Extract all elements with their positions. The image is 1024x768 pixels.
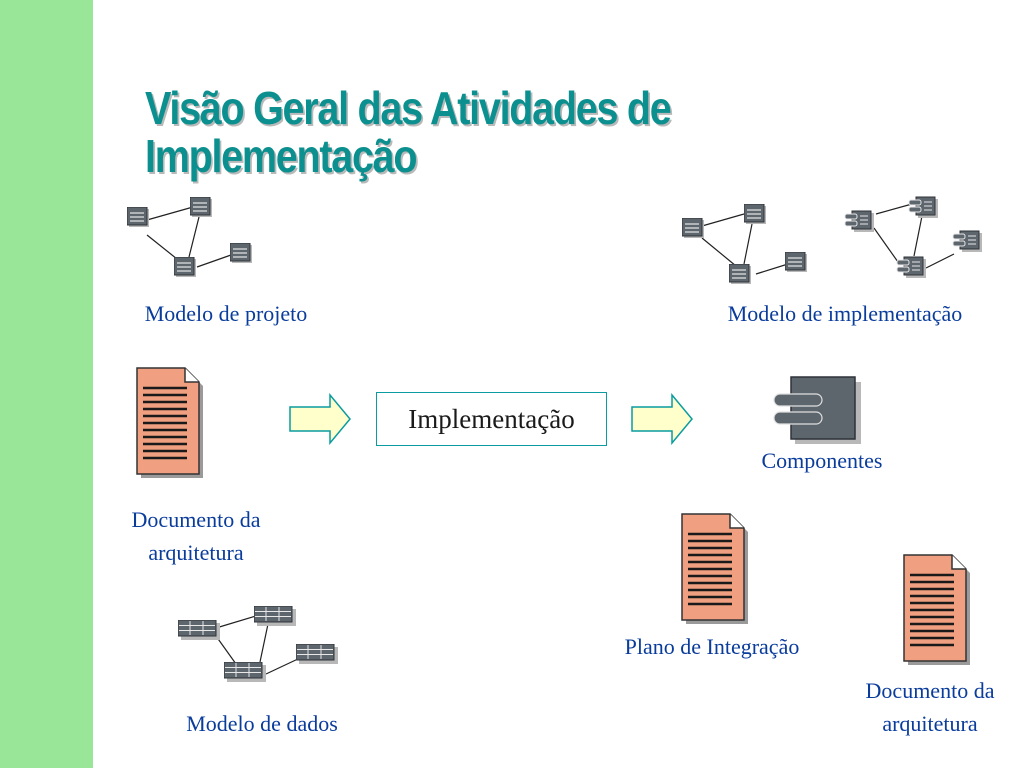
integration-plan-label: Plano de Integração <box>624 634 800 659</box>
implementation-model-label: Modelo de implementação <box>727 301 963 326</box>
implementation-process-box: Implementação <box>376 392 607 446</box>
title-line-2: Implementação <box>145 130 418 182</box>
architecture-document-2-label-line-1: Documento da <box>865 678 995 703</box>
implementation-model-components-icon <box>844 196 982 278</box>
data-model-icon <box>178 606 338 682</box>
architecture-document-icon <box>135 366 203 478</box>
sidebar-band <box>0 0 93 768</box>
design-model-icon <box>127 197 252 277</box>
data-model-label: Modelo de dados <box>186 711 338 736</box>
components-label: Componentes <box>761 448 883 473</box>
slide-title: Visão Geral das Atividades de Implementa… <box>145 82 672 182</box>
title-line-1: Visão Geral das Atividades de <box>145 82 672 134</box>
implementation-model-classes-icon <box>682 204 807 284</box>
architecture-document-2-label-line-2: arquitetura <box>882 711 978 736</box>
integration-plan-document-icon <box>680 512 748 624</box>
architecture-document-label-line-1: Documento da <box>131 507 261 532</box>
architecture-document-2-icon <box>902 553 970 665</box>
component-icon <box>773 376 861 444</box>
architecture-document-label: Documento da arquitetura <box>96 503 296 569</box>
output-arrow-icon <box>631 394 693 444</box>
architecture-document-label-line-2: arquitetura <box>148 540 244 565</box>
design-model-label: Modelo de projeto <box>144 301 308 326</box>
architecture-document-2-label: Documento da arquitetura <box>830 674 1024 740</box>
input-arrow-icon <box>289 394 351 444</box>
